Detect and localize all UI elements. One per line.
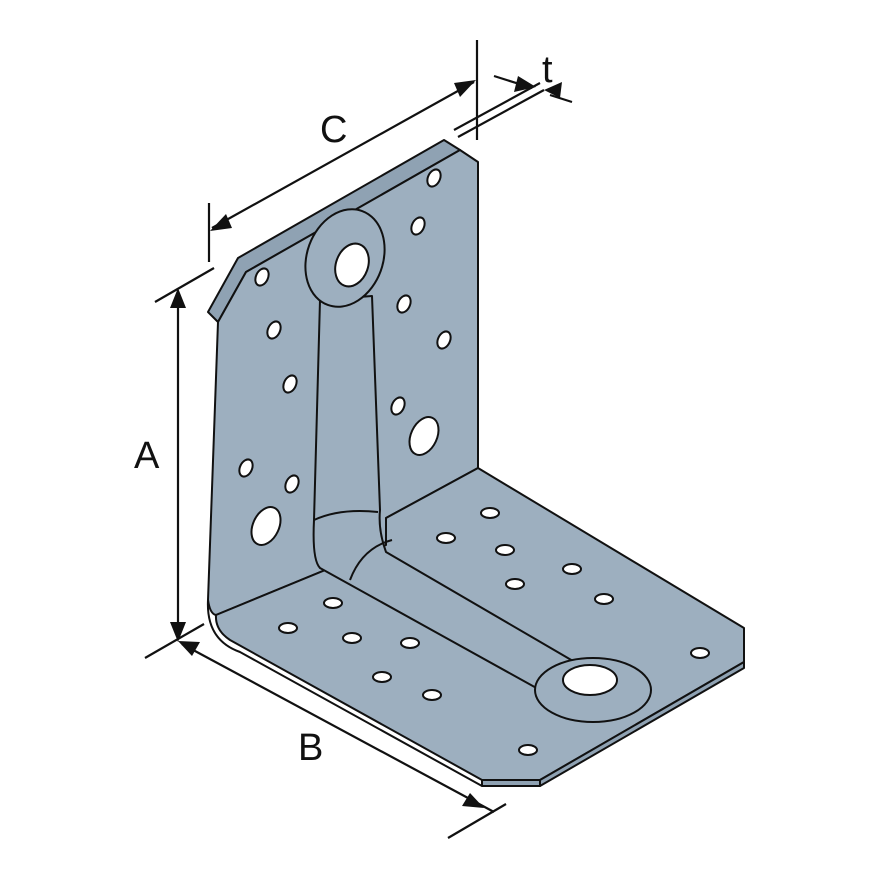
label-a: A: [134, 435, 160, 477]
label-b: B: [298, 727, 323, 769]
label-t: t: [542, 49, 553, 91]
label-c: C: [320, 109, 347, 151]
dimension-t: t: [453, 49, 573, 138]
fastener-holes-vertical: [238, 168, 452, 546]
dimension-b: B: [178, 641, 507, 839]
fastener-holes-horizontal: [278, 507, 710, 756]
dimension-c: C: [207, 40, 479, 262]
reinforcing-rib: [304, 208, 652, 723]
dimension-a: A: [134, 267, 215, 659]
